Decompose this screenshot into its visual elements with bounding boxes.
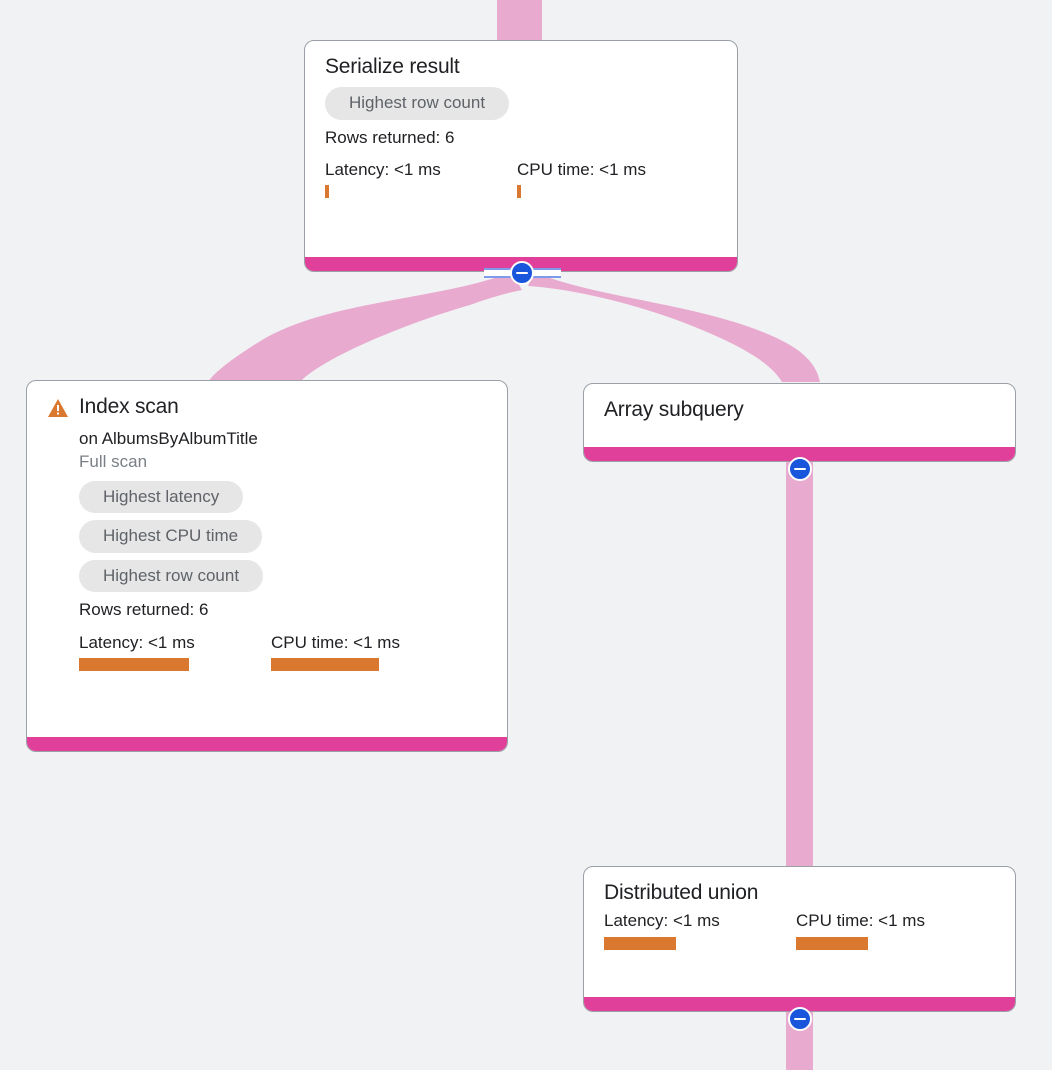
edge-serialize-to-array-subquery	[528, 272, 820, 382]
metric-cpu-time-bar	[271, 657, 379, 671]
edge-array-subquery-to-distributed-union	[786, 462, 813, 870]
node-header: Array subquery	[604, 398, 995, 422]
minus-circle-icon	[794, 1017, 806, 1021]
metric-latency-label: Latency: <1 ms	[325, 159, 441, 179]
rows-returned: Rows returned: 6	[325, 127, 455, 147]
node-header: Index scan	[47, 395, 487, 419]
metric-cpu-time-label: CPU time: <1 ms	[517, 159, 646, 179]
node-body: Distributed union Latency: <1 ms CPU tim…	[584, 867, 1015, 960]
collapse-button-array-subquery[interactable]	[788, 457, 812, 481]
node-body: Index scan on AlbumsByAlbumTitle Full sc…	[27, 381, 507, 681]
node-body: Array subquery	[584, 384, 1015, 432]
metric-cpu-time: CPU time: <1 ms	[271, 633, 400, 671]
metric-latency-bar	[604, 936, 676, 950]
metric-latency: Latency: <1 ms	[604, 911, 796, 950]
metric-latency-label: Latency: <1 ms	[79, 632, 195, 652]
edge-incoming-top	[497, 0, 542, 42]
node-header: Serialize result	[325, 55, 717, 79]
metrics-row: Latency: <1 ms CPU time: <1 ms	[79, 633, 487, 671]
metrics-row: Latency: <1 ms CPU time: <1 ms	[604, 911, 995, 950]
node-index-scan[interactable]: Index scan on AlbumsByAlbumTitle Full sc…	[26, 380, 508, 752]
collapse-button-serialize-result[interactable]	[510, 261, 534, 285]
metric-cpu-time-bar	[517, 185, 521, 199]
node-title: Serialize result	[325, 55, 460, 78]
metric-cpu-time-label: CPU time: <1 ms	[796, 911, 925, 931]
metric-cpu-time: CPU time: <1 ms	[517, 159, 646, 199]
node-title: Array subquery	[604, 398, 744, 421]
node-array-subquery[interactable]: Array subquery	[583, 383, 1016, 462]
metric-cpu-time: CPU time: <1 ms	[796, 911, 925, 950]
metric-cpu-time-bar	[796, 936, 868, 950]
metric-latency-label: Latency: <1 ms	[604, 911, 720, 931]
metric-latency-bar	[325, 185, 329, 199]
collapse-rail-right	[531, 268, 561, 278]
metric-latency: Latency: <1 ms	[325, 159, 517, 199]
chip-highest-cpu-time: Highest CPU time	[79, 520, 263, 553]
node-subtitle: on AlbumsByAlbumTitle	[79, 429, 258, 449]
node-footer-bar	[584, 447, 1015, 461]
node-subtitle-muted: Full scan	[79, 452, 148, 472]
node-title: Index scan	[79, 395, 179, 418]
node-header: Distributed union	[604, 881, 995, 905]
chip-highest-row-count: Highest row count	[325, 87, 510, 120]
metric-latency: Latency: <1 ms	[79, 633, 271, 671]
minus-circle-icon	[794, 467, 806, 471]
node-footer-bar	[584, 997, 1015, 1011]
chip-highest-row-count: Highest row count	[79, 559, 264, 593]
metric-latency-bar	[79, 657, 189, 671]
collapse-button-distributed-union[interactable]	[788, 1007, 812, 1031]
node-serialize-result[interactable]: Serialize result Highest row count Rows …	[304, 40, 738, 272]
node-title: Distributed union	[604, 881, 759, 904]
node-footer-bar	[27, 737, 507, 751]
edge-serialize-to-index-scan	[208, 272, 522, 390]
metrics-row: Latency: <1 ms CPU time: <1 ms	[325, 159, 717, 199]
chip-highest-latency: Highest latency	[79, 480, 244, 514]
warning-triangle-icon	[48, 399, 68, 417]
rows-returned: Rows returned: 6	[79, 600, 209, 620]
chip-list: Highest row count	[325, 87, 717, 120]
node-distributed-union[interactable]: Distributed union Latency: <1 ms CPU tim…	[583, 866, 1016, 1012]
chip-list: Highest latency Highest CPU time Highest…	[79, 480, 487, 593]
node-body: Serialize result Highest row count Rows …	[305, 41, 737, 208]
minus-circle-icon	[516, 271, 528, 275]
metric-cpu-time-label: CPU time: <1 ms	[271, 632, 400, 652]
